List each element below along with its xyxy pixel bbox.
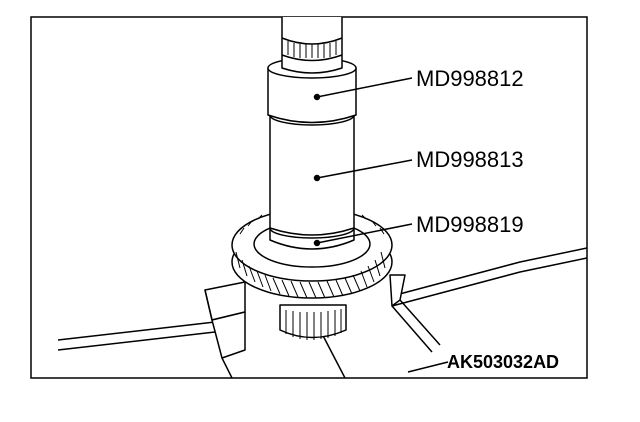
- leader-md998819: [316, 223, 413, 244]
- press-bed: [57, 247, 587, 378]
- leader-lines: [313, 77, 449, 373]
- leader-md998812: [316, 77, 413, 98]
- press-ram: [281, 17, 343, 74]
- figure-id: AK503032AD: [447, 352, 559, 372]
- lower-shaft: [279, 304, 347, 340]
- callout-md998819: MD998819: [416, 212, 524, 237]
- leader-md998813: [316, 159, 413, 179]
- tool-md998813: [269, 104, 355, 236]
- figure-id-rule: [407, 361, 449, 373]
- callout-md998813: MD998813: [416, 147, 524, 172]
- callout-md998812: MD998812: [416, 66, 524, 91]
